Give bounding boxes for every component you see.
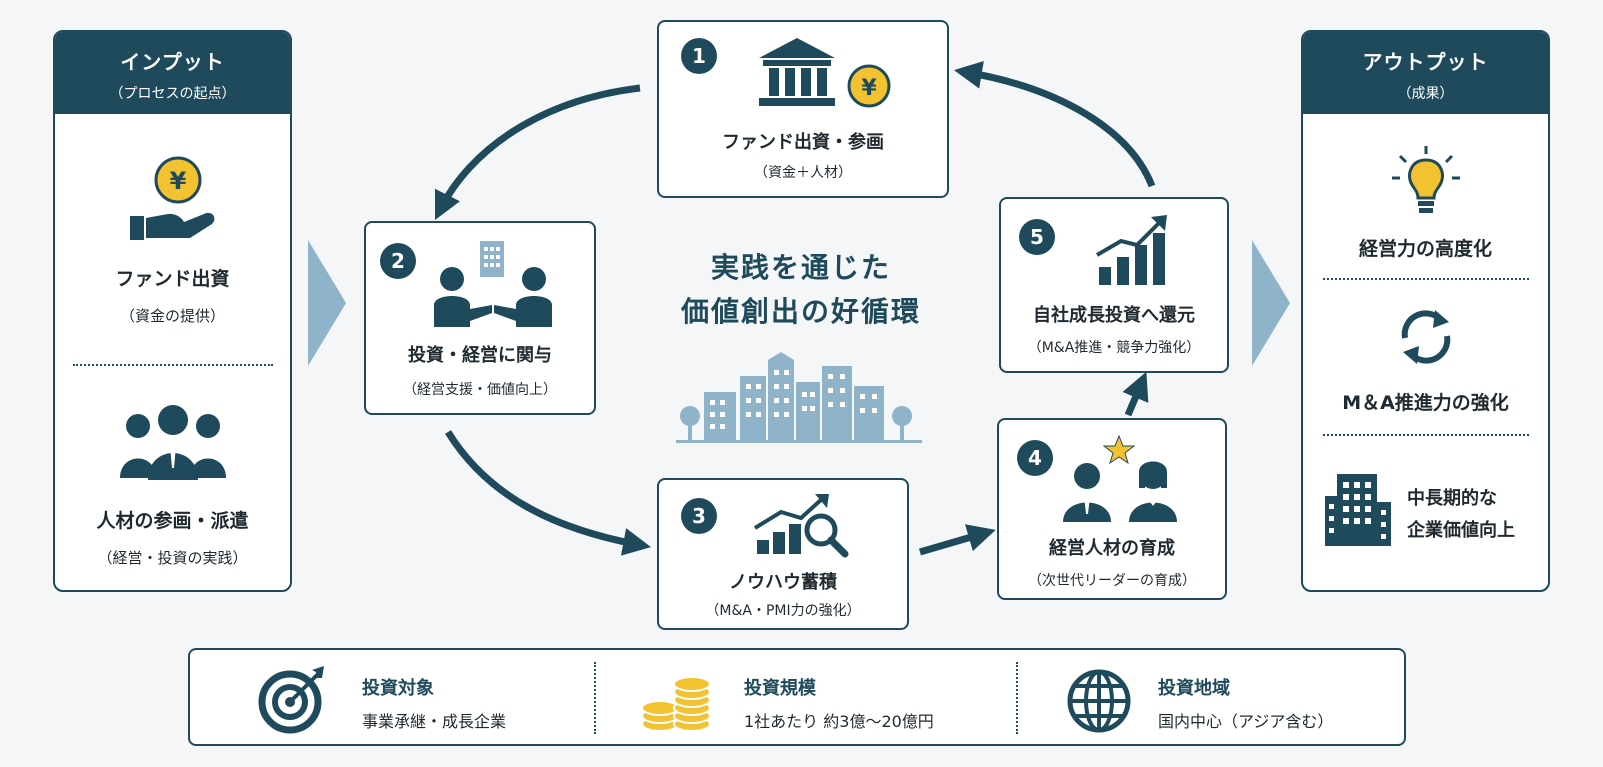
input-panel-title: インプット <box>120 50 225 74</box>
output-chevron <box>1252 240 1290 366</box>
input-panel-header: インプット （プロセスの起点） <box>55 32 290 114</box>
bottom-target-value: 事業承継・成長企業 <box>362 712 507 731</box>
step-4-number: 4 <box>1017 440 1053 476</box>
output-item-value-line2: 企業価値向上 <box>1407 520 1515 541</box>
growth-bars-icon <box>1095 215 1167 285</box>
step-4-box: 4 経営人材の育成 （次世代リーダーの育成） <box>997 418 1227 600</box>
arrow-3-to-4 <box>919 524 996 556</box>
step-2-sub: （経営支援・価値向上） <box>403 382 557 398</box>
bottom-region-value: 国内中心（アジア含む） <box>1158 712 1334 731</box>
input-item-people: 人材の参画・派遣 （経営・投資の実践） <box>55 402 290 568</box>
output-item-management: 経営力の高度化 <box>1303 144 1548 261</box>
step-1-box: 1 ¥ ファンド出資・参画 （資金＋人材） <box>657 20 949 198</box>
cycle-arrows-icon <box>1401 310 1450 364</box>
step-3-title: ノウハウ蓄積 <box>729 572 837 593</box>
bottom-scale-value: 1社あたり 約3億～20億円 <box>744 712 934 731</box>
step-3-number: 3 <box>681 498 717 534</box>
input-panel-subtitle: （プロセスの起点） <box>109 86 236 102</box>
center-title-line2: 価値創出の好循環 <box>680 295 921 328</box>
bottom-region-title: 投資地域 <box>1158 678 1230 699</box>
arrow-5-to-1 <box>953 60 1156 188</box>
target-icon <box>258 666 324 734</box>
yen-hand-icon: ¥ <box>129 156 214 240</box>
chart-magnifier-icon <box>753 494 849 558</box>
input-item-people-sub: （経営・投資の実践） <box>97 549 248 567</box>
step-4-sub: （次世代リーダーの育成） <box>1028 573 1196 589</box>
input-item-fund-label: ファンド出資 <box>115 268 230 290</box>
step-2-box: 2 投資・経営に関与 （経営支援・価値向上） <box>364 221 596 415</box>
output-divider-2 <box>1323 434 1529 436</box>
input-chevron <box>308 240 346 366</box>
city-skyline-icon <box>676 352 922 443</box>
input-divider <box>73 364 273 366</box>
arrow-4-to-5 <box>1122 371 1149 417</box>
lightbulb-icon <box>1391 146 1460 213</box>
center-title-line1: 実践を通じた <box>710 251 891 284</box>
output-divider-1 <box>1323 278 1529 280</box>
bottom-divider-1 <box>594 662 596 734</box>
bottom-scale-title: 投資規模 <box>744 678 816 699</box>
coins-icon <box>641 676 711 732</box>
output-item-ma-label: M＆A推進力の強化 <box>1342 392 1509 414</box>
output-panel-header: アウトプット （成果） <box>1303 32 1548 114</box>
output-item-value-line1: 中長期的な <box>1407 488 1497 509</box>
output-item-management-label: 経営力の高度化 <box>1358 238 1492 260</box>
office-building-icon <box>1325 474 1391 546</box>
input-item-fund: ¥ ファンド出資 （資金の提供） <box>55 152 290 326</box>
step-5-sub: （M&A推進・競争力強化） <box>1027 340 1201 356</box>
center-title: 実践を通じた 価値創出の好循環 <box>636 246 966 334</box>
globe-icon <box>1067 669 1131 733</box>
step-5-title: 自社成長投資へ還元 <box>1033 305 1195 326</box>
investment-summary-bar: 投資対象 事業承継・成長企業 投資規模 1社あたり 約3億～20億円 投資地域 … <box>188 648 1406 746</box>
bottom-target-title: 投資対象 <box>362 678 434 699</box>
output-panel-subtitle: （成果） <box>1397 86 1454 102</box>
svg-text:¥: ¥ <box>861 76 877 101</box>
step-4-title: 経営人材の育成 <box>1049 538 1175 559</box>
input-panel: インプット （プロセスの起点） ¥ ファンド出資 （資金の提供） 人材の参画・派… <box>53 30 292 592</box>
svg-text:¥: ¥ <box>169 167 186 195</box>
step-1-number: 1 <box>681 38 717 74</box>
step-3-sub: （M&A・PMI力の強化） <box>705 603 861 619</box>
arrow-1-to-2 <box>434 84 641 221</box>
bottom-divider-2 <box>1016 662 1018 734</box>
people-group-icon <box>119 405 226 480</box>
bank-yen-icon: ¥ <box>759 38 891 108</box>
output-item-value: 中長期的な 企業価値向上 <box>1323 472 1533 552</box>
step-2-title: 投資・経営に関与 <box>408 345 552 366</box>
output-panel-title: アウトプット <box>1362 50 1489 74</box>
leaders-star-icon <box>1063 434 1177 522</box>
step-1-sub: （資金＋人材） <box>754 165 852 181</box>
input-item-fund-sub: （資金の提供） <box>119 307 225 325</box>
step-2-number: 2 <box>380 243 416 279</box>
input-item-people-label: 人材の参画・派遣 <box>96 510 249 532</box>
output-item-ma: M＆A推進力の強化 <box>1303 304 1548 415</box>
step-5-box: 5 自社成長投資へ還元 （M&A推進・競争力強化） <box>999 197 1229 373</box>
arrow-2-to-3 <box>445 430 652 556</box>
step-1-title: ファンド出資・参画 <box>722 132 884 153</box>
step-5-number: 5 <box>1019 219 1055 255</box>
step-3-box: 3 ノウハウ蓄積 （M&A・PMI力の強化） <box>657 478 909 630</box>
handshake-building-icon <box>434 241 552 327</box>
output-panel: アウトプット （成果） 経営力の高度化 M＆A推進力の強化 <box>1301 30 1550 592</box>
